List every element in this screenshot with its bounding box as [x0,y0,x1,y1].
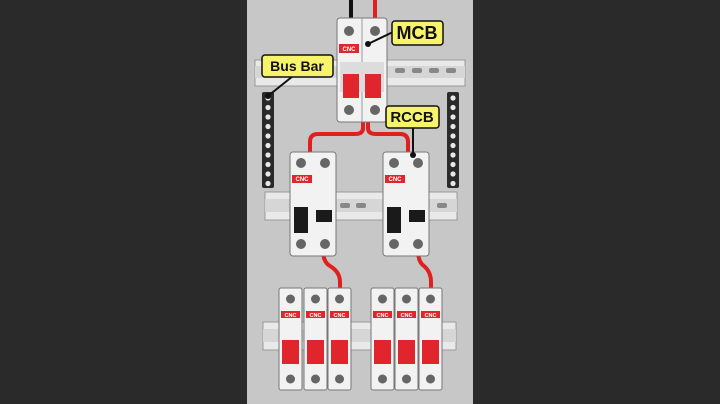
brand-logo-rccb-left: CNC [296,177,310,183]
bus-bar-terminal [450,142,456,149]
brand-logo-branch-mcb: CNC [310,313,322,319]
bus-bar-terminal [450,152,456,158]
main-mcb: CNC [336,17,388,123]
brand-logo-branch-mcb: CNC [425,313,437,319]
branch-mcb-4: CNC [370,287,395,391]
bus-bar-terminal [450,180,456,187]
label-rccb: RCCB [385,105,440,129]
brand-logo-branch-mcb: CNC [377,313,389,319]
wires [308,0,433,292]
branch-mcb-6: CNC [418,287,443,391]
bus-bar-terminal [450,171,456,177]
bus-bar-terminal [450,114,456,120]
bus-bar-right [447,92,459,188]
bus-bar-terminal [450,95,456,101]
branch-mcb-3: CNC [327,287,352,391]
bus-bar-terminal [450,133,456,139]
bus-bar-terminal [265,180,271,187]
brand-logo-rccb-right: CNC [389,177,403,183]
brand-logo-main-mcb: CNC [343,47,357,53]
label-mcb: MCB [391,20,444,46]
bus-bar-terminal [450,104,456,111]
bus-bar-terminal [265,152,271,158]
bus-bar-terminal [450,161,456,168]
bus-bar-left [262,92,274,188]
left-dark-margin [0,0,247,404]
branch-mcb-2: CNC [303,287,328,391]
label-mcb-text: MCB [397,23,438,43]
bus-bar-terminal [265,104,271,111]
brand-logo-branch-mcb: CNC [285,313,297,319]
rccb-right: CNC [382,151,430,257]
bus-bar-terminal [265,133,271,139]
label-bus-bar: Bus Bar [261,54,334,78]
bus-bar-terminal [265,142,271,149]
bus-bar-terminal [265,114,271,120]
right-dark-margin [473,0,720,404]
label-bus-bar-text: Bus Bar [270,58,324,74]
branch-mcb-5: CNC [394,287,419,391]
bus-bar-terminal [265,161,271,168]
brand-logo-branch-mcb: CNC [334,313,346,319]
bus-bar-terminal [450,123,456,130]
brand-logo-branch-mcb: CNC [401,313,413,319]
bus-bar-terminal [265,171,271,177]
rccb-left: CNC [289,151,337,257]
branch-mcbs: CNC CNC CNC CNC CNC CNC [278,287,443,391]
branch-mcb-1: CNC [278,287,303,391]
bus-bar-terminal [265,123,271,130]
label-rccb-text: RCCB [390,109,433,126]
